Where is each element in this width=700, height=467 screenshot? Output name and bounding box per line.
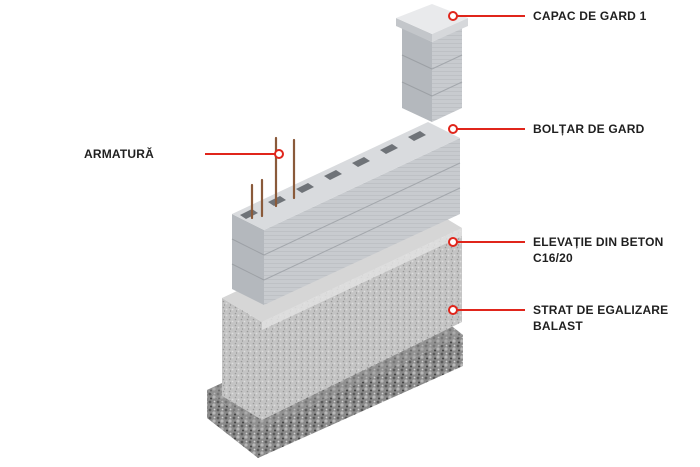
label-gravel-line2: BALAST [533,319,583,333]
fence-pillar [401,28,463,122]
leader-lines [205,15,525,311]
marker-block [448,124,458,134]
label-concrete-line2: C16/20 [533,251,573,265]
pillar-cap [396,4,468,42]
label-rebar: ARMATURĂ [84,147,155,161]
fence-block-wall [231,122,461,305]
label-concrete-line1: ELEVAȚIE DIN BETON [533,235,664,249]
marker-cap [448,11,458,21]
label-gravel-line1: STRAT DE EGALIZARE [533,303,669,317]
marker-rebar [274,149,284,159]
label-cap: CAPAC DE GARD 1 [533,9,647,23]
marker-gravel [448,305,458,315]
marker-concrete [448,237,458,247]
rebar [250,136,296,220]
leader-markers [274,11,458,315]
label-block: BOLȚAR DE GARD [533,122,645,136]
